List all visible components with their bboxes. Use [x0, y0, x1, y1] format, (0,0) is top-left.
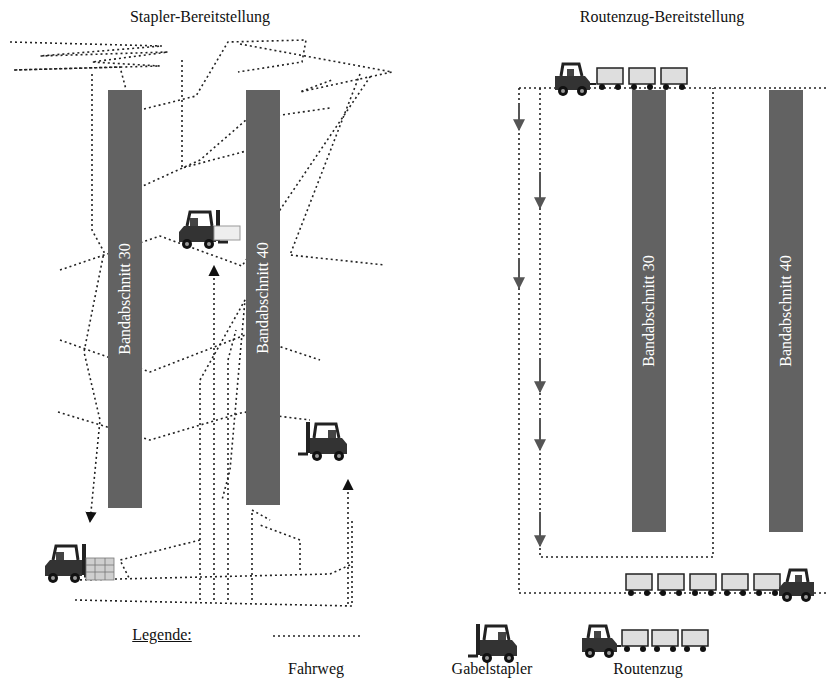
drawing-part	[214, 226, 240, 240]
drawing-part	[228, 330, 236, 600]
drawing-part	[60, 335, 320, 372]
drawing-part	[754, 574, 780, 596]
drawing-part	[555, 64, 590, 96]
drawing-part	[213, 266, 215, 600]
drawing-part	[519, 88, 829, 593]
conveyor-section: Bandabschnitt 40	[769, 90, 803, 532]
conveyor-section: Bandabschnitt 30	[632, 90, 666, 532]
drawing-part	[75, 520, 352, 606]
drawing-part	[273, 635, 360, 637]
drawing-part	[252, 510, 270, 600]
panel-title: Routenzug-Bereitstellung	[580, 8, 744, 26]
drawing-part	[617, 645, 621, 647]
drawing-part	[298, 422, 347, 461]
legend-entry: Gabelstapler	[452, 660, 533, 678]
legend-text: Routenzug	[613, 660, 682, 677]
drawing-part	[200, 300, 245, 600]
legend-text: Fahrweg	[288, 660, 344, 677]
drawing-part	[95, 558, 96, 580]
drawing-part	[105, 558, 106, 580]
drawing-part	[539, 360, 541, 392]
drawing-part	[347, 480, 349, 604]
drawing-part	[779, 570, 814, 602]
legend-entry: Routenzug	[613, 660, 682, 678]
drawing-part	[86, 572, 114, 573]
section-label: Bandabschnitt 40	[777, 255, 795, 367]
drawing-part	[86, 558, 114, 580]
drawing-part	[540, 88, 713, 557]
drawing-part	[682, 630, 708, 652]
drawing-part	[582, 626, 617, 658]
conveyor-section: Bandabschnitt 40	[246, 90, 280, 505]
drawing-part	[120, 540, 200, 580]
drawing-part	[518, 258, 520, 288]
panel-title: Stapler-Bereitstellung	[130, 8, 270, 26]
forklift-paths	[10, 40, 392, 606]
legend-text: Gabelstapler	[452, 660, 533, 677]
drawing-part	[290, 74, 385, 265]
drawing-part	[658, 574, 684, 596]
drawing-part	[75, 565, 350, 580]
section-label: Bandabschnitt 40	[254, 242, 272, 354]
legend-heading: Legende:	[132, 626, 192, 644]
drawing-part	[590, 83, 596, 85]
drawing-part	[622, 630, 648, 652]
drawing-part	[722, 574, 748, 596]
drawing-part	[661, 68, 687, 90]
section-label: Bandabschnitt 30	[116, 243, 134, 355]
drawing-part	[779, 570, 814, 602]
drawing-part	[518, 104, 520, 130]
train-route	[519, 88, 829, 593]
drawing-part	[10, 42, 168, 70]
legend-entry: Fahrweg	[288, 660, 344, 678]
drawing-part	[597, 68, 623, 90]
drawing-part	[240, 44, 392, 92]
train-icons	[555, 64, 814, 602]
legend-samples	[273, 624, 708, 663]
drawing-part	[60, 74, 372, 270]
drawing-part	[112, 108, 330, 200]
drawing-part	[84, 74, 104, 522]
drawing-part	[629, 68, 655, 90]
drawing-part	[182, 60, 250, 168]
drawing-part	[86, 558, 114, 580]
drawing-part	[690, 574, 716, 596]
drawing-part	[468, 624, 517, 663]
drawing-part	[652, 630, 678, 652]
drawing-part	[626, 574, 652, 596]
drawing-part	[539, 172, 541, 208]
direction-arrows	[519, 104, 540, 546]
section-label: Bandabschnitt 30	[640, 255, 658, 367]
conveyor-section: Bandabschnitt 30	[108, 90, 142, 508]
drawing-part	[539, 418, 541, 450]
drawing-part	[539, 512, 541, 546]
drawing-part	[260, 525, 300, 570]
forklift-icons	[45, 210, 347, 583]
drawing-part	[86, 565, 114, 566]
